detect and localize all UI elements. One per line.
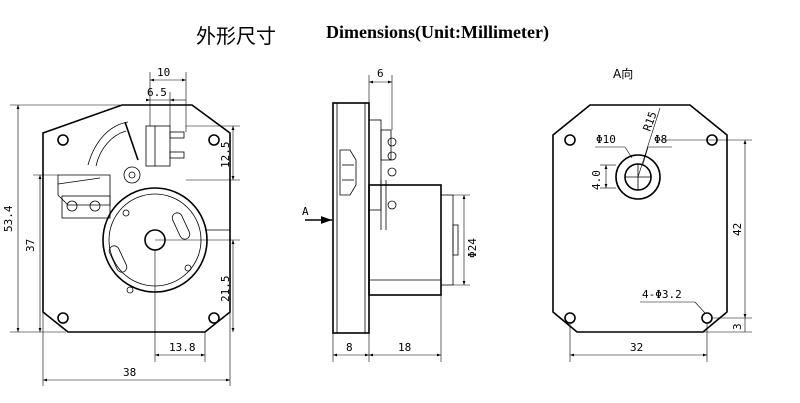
dim-right-lower: 21.5 — [219, 276, 232, 303]
dim-rear-width: 32 — [630, 341, 643, 354]
dim-bottom-width: 38 — [123, 366, 136, 379]
mount-hole-br — [208, 312, 220, 324]
side-gear — [339, 149, 357, 196]
dim-holes: 4-Φ3.2 — [642, 288, 682, 301]
side-arrow-label: A — [302, 205, 309, 218]
side-switch-stack — [368, 119, 382, 211]
rear-hole-bl — [564, 312, 576, 324]
switch-roller — [123, 166, 141, 184]
dim-bottom-gap: 3 — [731, 323, 744, 330]
dim-vertical-small: 4.0 — [590, 170, 603, 190]
rear-hole-tl — [564, 134, 576, 146]
dim-rear-height: 42 — [731, 223, 744, 236]
rear-boss-outer — [615, 154, 661, 200]
mount-hole-bl — [57, 312, 69, 324]
dim-side-motor: 18 — [398, 341, 411, 354]
mount-hole-tr — [208, 134, 220, 146]
dim-left-inner: 37 — [24, 239, 37, 252]
dim-side-plate: 8 — [346, 341, 353, 354]
dim-radius: R15 — [641, 110, 660, 133]
dim-bottom-inner: 13.8 — [169, 341, 196, 354]
dim-motor-diameter: Φ24 — [466, 238, 479, 258]
drawing-title: 外形尺寸 Dimensions(Unit:Millimeter) — [0, 20, 800, 50]
dim-top-width: 10 — [157, 66, 170, 79]
dim-hole-inner: Φ8 — [654, 133, 667, 146]
side-plate — [332, 102, 370, 334]
rear-view: A向 R15 Φ10 Φ8 4.0 42 3 — [552, 66, 752, 362]
title-english: Dimensions(Unit:Millimeter) — [326, 22, 549, 42]
dim-right-upper: 12.5 — [219, 142, 232, 169]
switch-body — [145, 125, 171, 167]
switch-arc — [87, 121, 129, 166]
dim-left-height: 53.4 — [2, 205, 15, 232]
side-motor — [368, 184, 442, 296]
rear-view-label: A向 — [613, 66, 633, 81]
micro-switch — [57, 174, 111, 206]
mount-hole-tl — [57, 134, 69, 146]
switch-lever — [124, 121, 139, 161]
dim-hole-outer: Φ10 — [596, 133, 616, 146]
side-view: A 6 Φ24 8 18 — [302, 67, 479, 362]
rear-plate-outline — [552, 104, 728, 333]
front-view: 10 6.5 53.4 37 12.5 21.5 13.8 38 — [2, 66, 240, 386]
dim-side-top: 6 — [377, 67, 384, 80]
dim-top-inner: 6.5 — [147, 86, 167, 99]
title-chinese: 外形尺寸 — [196, 24, 276, 48]
rear-hole-br — [701, 312, 713, 324]
